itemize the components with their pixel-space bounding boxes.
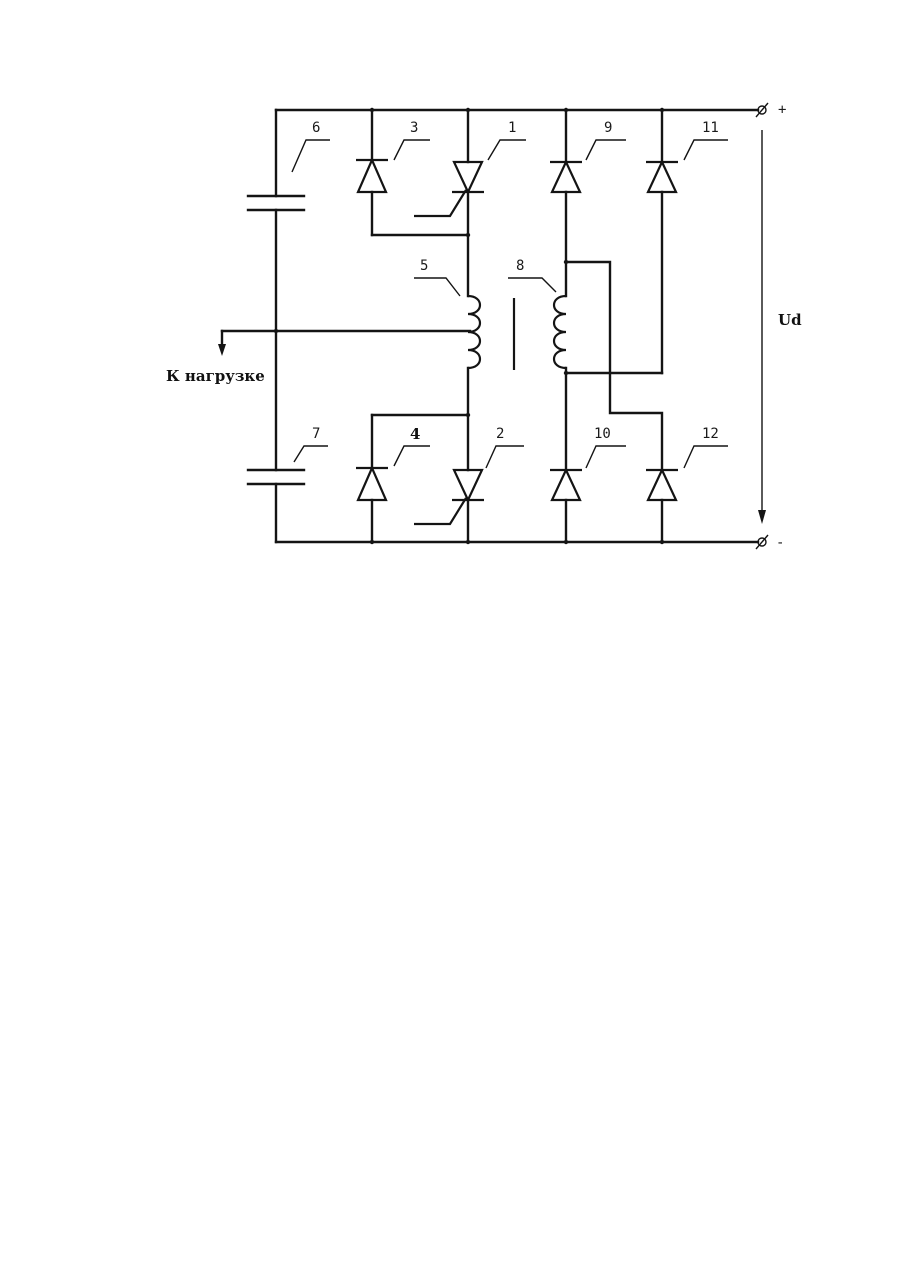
- label-12: 12: [702, 426, 719, 442]
- load-arrowhead: [218, 344, 226, 356]
- diode-3: [356, 160, 388, 192]
- load-label: К нагрузке: [166, 367, 265, 385]
- diode-4: [356, 468, 388, 500]
- label-5: 5: [420, 258, 428, 274]
- minus-terminal: [756, 535, 768, 549]
- plus-terminal: [756, 103, 768, 117]
- diode-10: [550, 470, 582, 500]
- thyristor-1: [414, 162, 484, 216]
- label-11: 11: [702, 120, 719, 136]
- diode-11: [646, 162, 678, 192]
- minus-sign: -: [776, 535, 784, 551]
- label-4: 4: [410, 425, 420, 443]
- capacitor-6: [248, 196, 304, 210]
- label-6: 6: [312, 120, 320, 136]
- plus-sign: +: [778, 102, 786, 118]
- voltage-arrow: [758, 130, 766, 524]
- junctions: [274, 108, 664, 544]
- inductor-8: [554, 296, 566, 368]
- label-1: 1: [508, 120, 516, 136]
- label-9: 9: [604, 120, 612, 136]
- label-2: 2: [496, 426, 504, 442]
- diode-12: [646, 470, 678, 500]
- label-8: 8: [516, 258, 524, 274]
- voltage-label: Ud: [778, 311, 802, 329]
- label-10: 10: [594, 426, 611, 442]
- capacitor-7: [248, 470, 304, 484]
- thyristor-2: [414, 470, 484, 524]
- inductor-5: [468, 296, 480, 368]
- label-3: 3: [410, 120, 418, 136]
- coil8-top-link: [566, 262, 662, 470]
- label-7: 7: [312, 426, 320, 442]
- diode-9: [550, 162, 582, 192]
